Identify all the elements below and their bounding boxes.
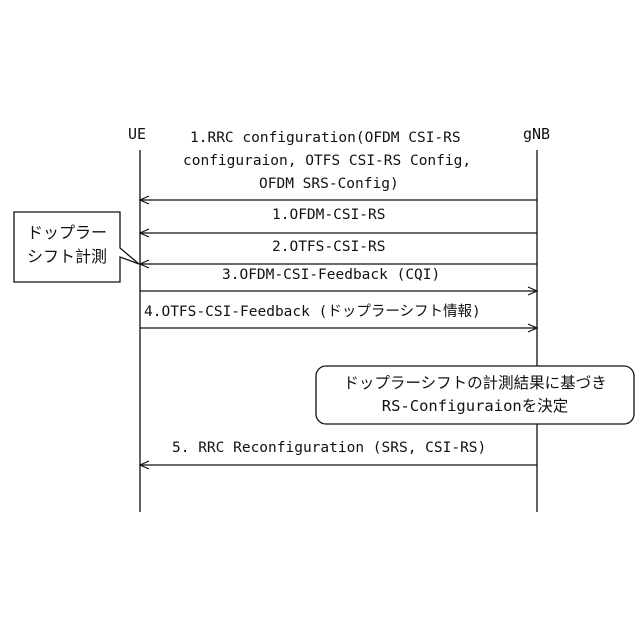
msg-1-line-3: OFDM SRS-Config) — [259, 176, 399, 192]
ue-note-line-2: シフト計測 — [14, 246, 120, 268]
msg-2-label: 1.OFDM-CSI-RS — [272, 207, 386, 223]
msg-6-label: 5. RRC Reconfiguration (SRS, CSI-RS) — [172, 440, 486, 456]
msg-1-line-1: 1.RRC configuration(OFDM CSI-RS — [190, 130, 461, 146]
msg-5-label: 4.OTFS-CSI-Feedback (ドップラーシフト情報) — [144, 300, 481, 321]
msg-4-label: 3.OFDM-CSI-Feedback (CQI) — [222, 267, 440, 283]
ue-lane-label: UE — [128, 125, 146, 143]
gnb-note-line-2: RS-Configuraionを決定 — [316, 395, 634, 417]
msg-1-line-2: configuraion, OTFS CSI-RS Config, — [183, 153, 471, 169]
ue-note-line-1: ドップラー — [14, 222, 120, 244]
msg-3-label: 2.OTFS-CSI-RS — [272, 239, 386, 255]
gnb-lane-label: gNB — [523, 125, 550, 143]
gnb-note-line-1: ドップラーシフトの計測結果に基づき — [316, 372, 634, 394]
